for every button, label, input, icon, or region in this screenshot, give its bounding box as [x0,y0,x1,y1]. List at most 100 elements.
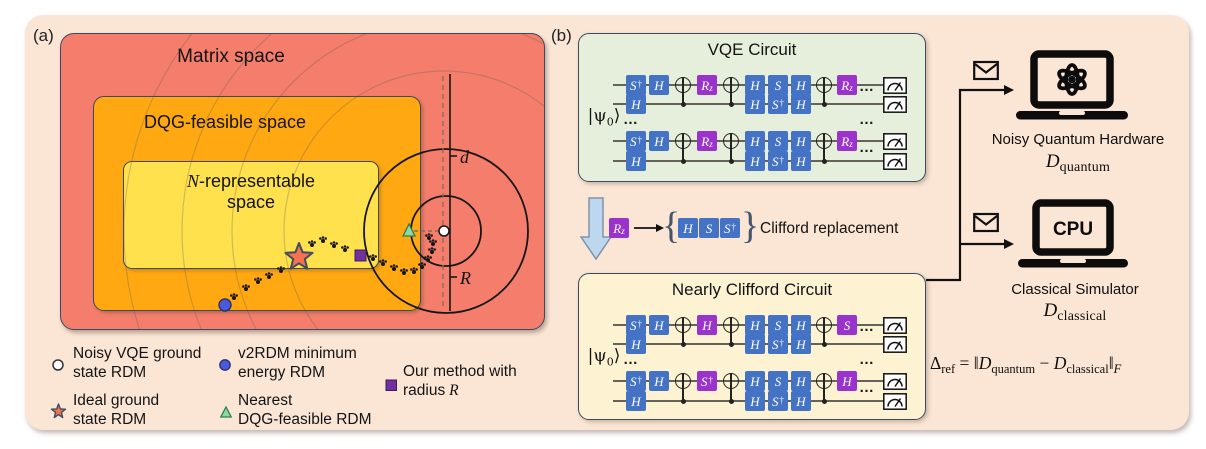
quantum-gate: H [626,391,646,411]
d-label: d [460,147,470,167]
envelope-icon [973,60,999,81]
quantum-gate: S† [768,94,788,114]
meter-icon [883,372,907,390]
inner-circle-r [410,195,482,267]
quantum-gate: H [745,131,765,151]
quantum-gate: H [697,315,717,335]
cnot-control-dot [680,341,686,347]
cnot-control-dot [821,101,827,107]
blue-dot-icon [217,357,233,373]
quantum-gate: S [768,315,788,335]
cnot-target-icon [675,373,691,389]
n-representable-space-box [123,161,379,269]
atom-icon [1057,63,1087,96]
meter-icon [883,76,907,94]
quantum-gate: H [745,371,765,391]
panel-b-label: (b) [551,26,572,45]
quantum-gate: H [745,315,765,335]
cnot-target-icon [816,373,832,389]
cnot-control-dot [680,398,686,404]
quantum-gate: H [649,75,669,95]
quantum-gate: H [791,151,811,171]
brace-right: } [741,205,760,247]
quantum-laptop-icon [1016,50,1128,120]
quantum-gate: H [791,131,811,151]
ellipsis: … [859,111,876,128]
ellipsis: … [859,139,876,156]
circuit-title: Nearly Clifford Circuit [671,280,833,299]
cpu-laptop-icon: CPU [1018,199,1128,268]
r-label: R [459,268,471,288]
ellipsis: … [859,379,876,396]
panel-a-label: (a) [33,26,54,45]
open-circle-icon [50,357,66,373]
meter-icon [883,152,907,170]
quantum-gate: H [745,75,765,95]
brace-left: { [662,205,681,247]
classical-simulator-label: Classical Simulator [1011,281,1139,298]
quantum-gate: S [768,371,788,391]
ellipsis: … [859,351,876,368]
quantum-gate: H [626,334,646,354]
meter-icon [883,392,907,410]
quantum-gate: H [626,151,646,171]
quantum-gate: H [649,131,669,151]
quantum-gate: S† [626,75,646,95]
quantum-gate: H [745,151,765,171]
cnot-target-icon [723,373,739,389]
clifford-replacement-caption: Clifford replacement [760,220,899,237]
quantum-gate: H [791,334,811,354]
quantum-gate: S† [697,371,717,391]
cnot-control-dot [680,101,686,107]
meter-icon [883,95,907,113]
down-arrow-icon [580,197,612,261]
cnot-control-dot [680,158,686,164]
quantum-gate: S† [768,334,788,354]
quantum-gate: S [768,75,788,95]
cnot-target-icon [816,77,832,93]
psi-zero-label: |ψ0⟩ [587,106,621,129]
cnot-control-dot [728,398,734,404]
quantum-gate: H [791,371,811,391]
circuit-title: VQE Circuit [707,40,797,59]
quantum-gate: H [745,391,765,411]
quantum-gate: H [626,94,646,114]
matrix-space-label: Matrix space [177,46,285,67]
quantum-gate: H [791,94,811,114]
quantum-gate: H [745,94,765,114]
cnot-target-icon [675,77,691,93]
cnot-control-dot [821,398,827,404]
d-classical: Dclassical [1043,300,1107,324]
meter-icon [883,132,907,150]
quantum-gate: S† [626,131,646,151]
cnot-control-dot [728,101,734,107]
quantum-gate: S† [626,315,646,335]
cnot-control-dot [728,158,734,164]
quantum-gate: S† [768,151,788,171]
quantum-gate: H [791,75,811,95]
quantum-gate: H [791,315,811,335]
quantum-gate: H [649,315,669,335]
ellipsis: … [623,351,640,368]
meter-icon [883,335,907,353]
cpu-text: CPU [1053,219,1093,240]
green-triangle-icon [218,404,234,420]
star-icon [50,403,67,419]
d-quantum: Dquantum [1045,151,1111,175]
cnot-target-icon [675,317,691,333]
matrix-space-box: Matrix space DQG-feasible space N-repres… [60,33,545,330]
n-italic: N [186,171,199,191]
cnot-target-icon [723,133,739,149]
cnot-target-icon [723,317,739,333]
